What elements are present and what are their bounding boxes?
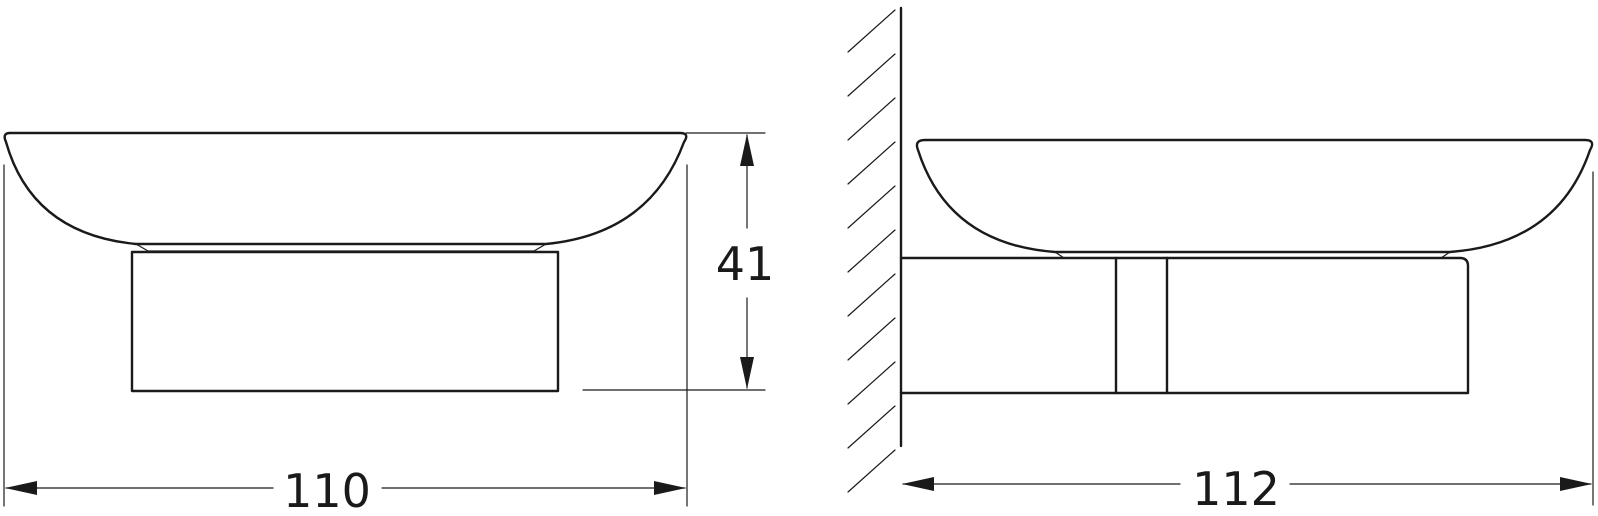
wall-hatching: [847, 9, 896, 493]
wall-hatch-line: [847, 273, 896, 317]
wall-hatch-line: [847, 141, 896, 185]
width-arrow-right: [654, 481, 686, 495]
height-arrow-top: [740, 134, 754, 166]
depth-dimension: 112: [902, 462, 1592, 516]
wall-hatch-line: [847, 185, 896, 229]
wall-hatch-line: [847, 229, 896, 273]
width-dimension-label: 110: [283, 464, 371, 516]
width-dimension: 110: [5, 464, 686, 516]
front-soap-dish: [3, 131, 688, 246]
side-soap-dish: [915, 138, 1594, 254]
wall-hatch-line: [847, 317, 896, 361]
side-view: 112: [847, 6, 1594, 516]
height-dimension-label: 41: [716, 237, 775, 291]
height-dimension: 41: [716, 134, 775, 389]
wall-hatch-line: [847, 449, 896, 493]
wall-hatch-line: [847, 9, 896, 53]
wall-hatch-line: [847, 405, 896, 449]
depth-arrow-right: [1560, 477, 1592, 491]
wall-hatch-line: [847, 97, 896, 141]
depth-arrow-left: [902, 477, 934, 491]
wall-hatch-line: [847, 53, 896, 97]
front-view: 110 41: [3, 131, 775, 516]
front-holder-block: [130, 250, 560, 393]
wall-hatch-line: [847, 361, 896, 405]
height-arrow-bottom: [740, 357, 754, 389]
depth-dimension-label: 112: [1192, 462, 1280, 516]
side-holder-bracket: [899, 256, 1470, 395]
width-arrow-left: [5, 481, 37, 495]
